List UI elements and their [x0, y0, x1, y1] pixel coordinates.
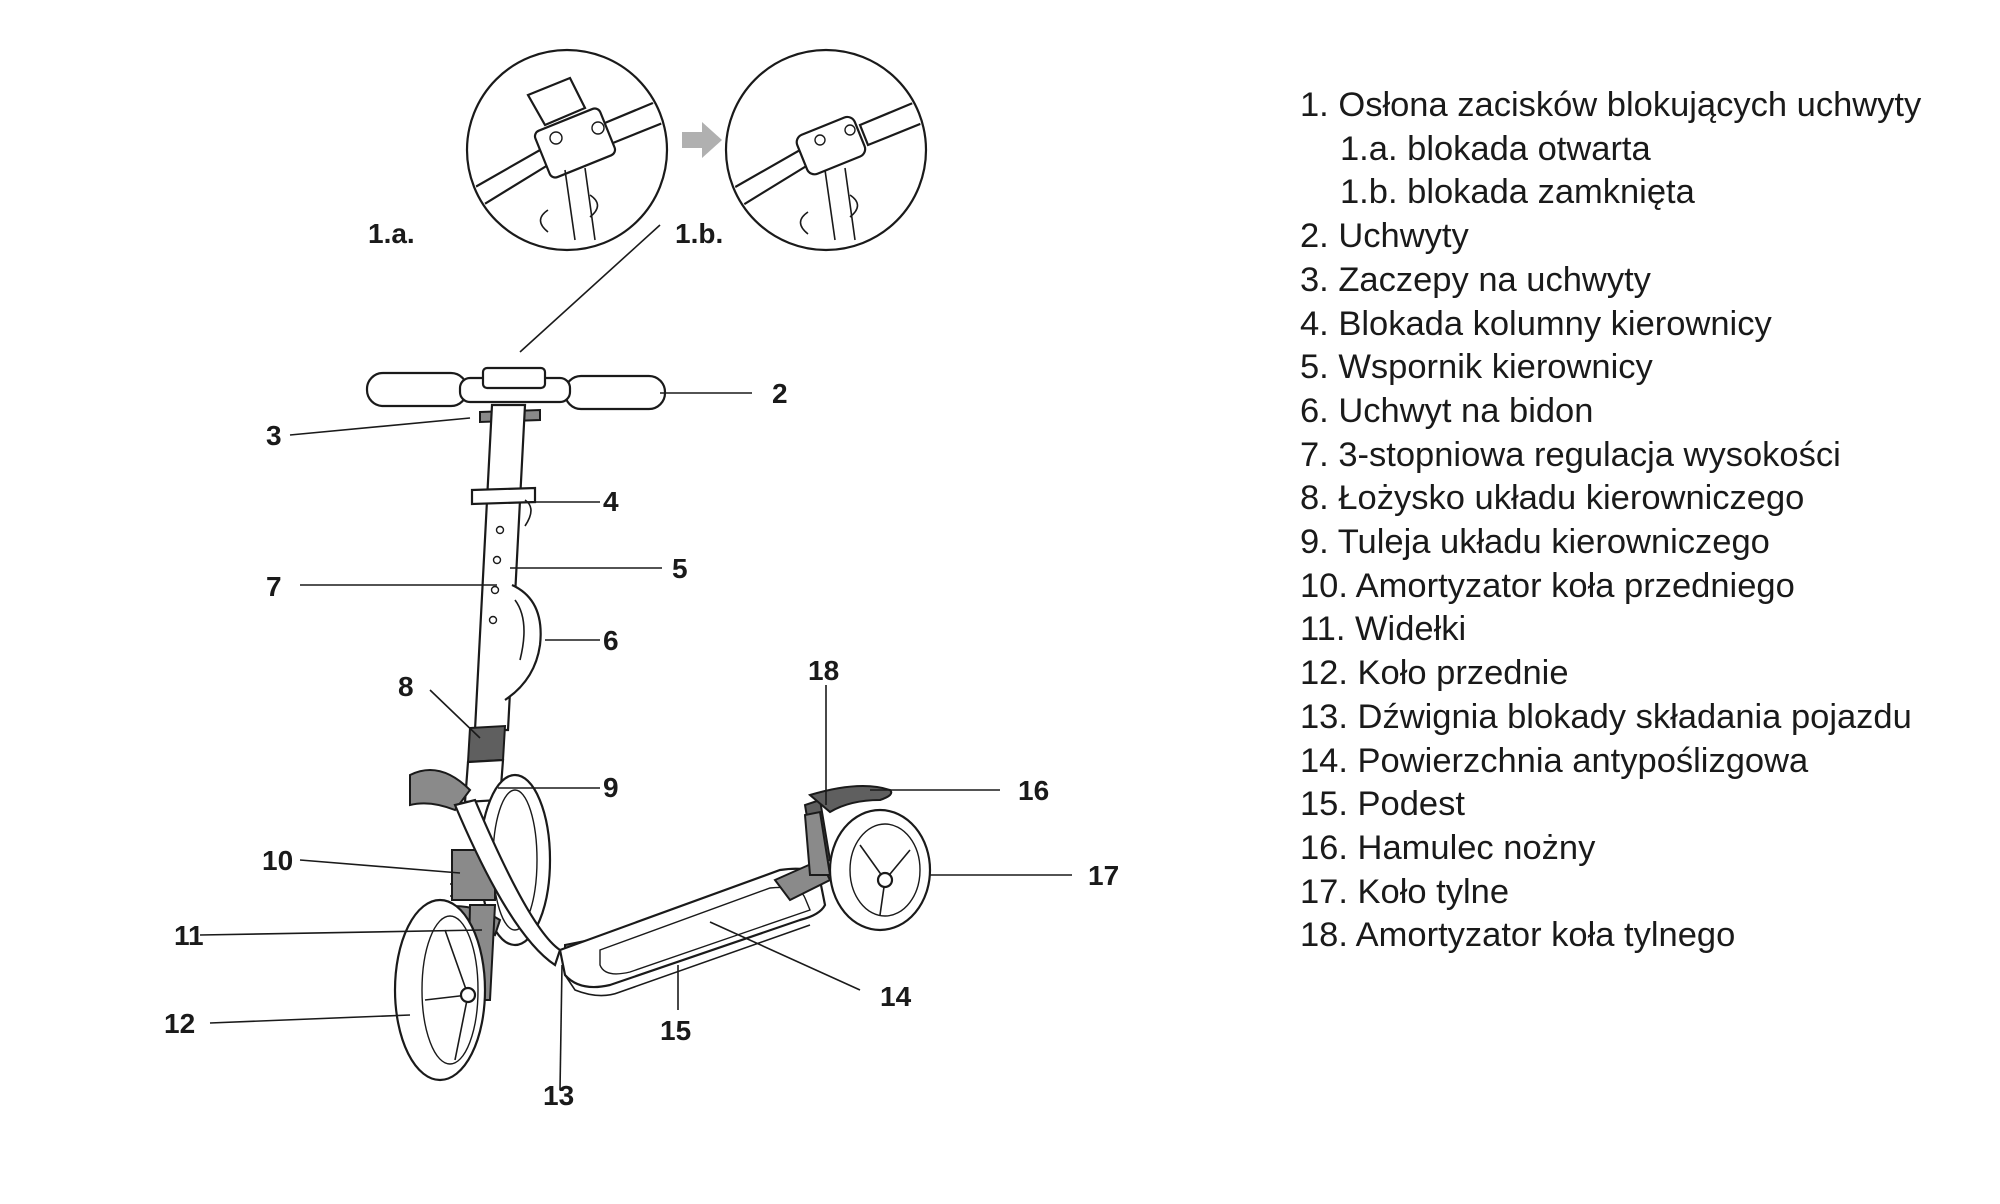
legend-subitem: 1.b. blokada zamknięta — [1340, 173, 1695, 212]
scooter-drawing — [365, 366, 932, 1082]
callout-18: 18 — [808, 655, 839, 686]
legend-item: 9. Tuleja układu kierowniczego — [1300, 523, 1770, 562]
callout-numbers: 2 3 4 5 6 7 8 9 10 11 12 13 14 15 16 17 … — [164, 378, 1119, 1111]
callout-6: 6 — [603, 625, 619, 656]
callout-9: 9 — [603, 772, 619, 803]
legend-item: 17. Koło tylne — [1300, 872, 1510, 911]
legend-item: 15. Podest — [1300, 785, 1465, 824]
callout-4: 4 — [603, 486, 619, 517]
legend-item: 18. Amortyzator koła tylnego — [1300, 916, 1736, 955]
callout-15: 15 — [660, 1015, 691, 1046]
callout-7: 7 — [266, 571, 282, 602]
leader-lines — [199, 392, 1072, 1091]
left-grip — [365, 371, 469, 408]
legend-list: 1. Osłona zacisków blokujących uchwyty 1.… — [1300, 84, 1990, 958]
legend-item: 10. Amortyzator koła przedniego — [1300, 566, 1795, 605]
detail-label-open: 1.a. — [368, 218, 415, 249]
callout-13: 13 — [543, 1080, 574, 1111]
legend-item: 14. Powierzchnia antypoślizgowa — [1300, 741, 1809, 780]
legend-item: 6. Uchwyt na bidon — [1300, 391, 1594, 430]
callout-12: 12 — [164, 1008, 195, 1039]
legend-item: 4. Blokada kolumny kierownicy — [1300, 304, 1772, 343]
right-grip — [563, 374, 667, 411]
legend-item: 5. Wspornik kierownicy — [1300, 348, 1653, 387]
arrow-right-icon — [682, 122, 722, 158]
callout-11: 11 — [174, 920, 204, 951]
legend-item: 13. Dźwignia blokady składania pojazdu — [1300, 697, 1912, 736]
callout-8: 8 — [398, 671, 414, 702]
parts-legend: 1. Osłona zacisków blokujących uchwyty 1.… — [1300, 84, 1990, 958]
legend-item: 11. Widełki — [1300, 610, 1467, 649]
detail-open-clamp — [465, 48, 669, 252]
legend-subitem: 1.a. blokada otwarta — [1340, 129, 1651, 168]
legend-item: 7. 3-stopniowa regulacja wysokości — [1300, 435, 1841, 474]
scooter-diagram: 1.a. 1.b. — [164, 48, 1119, 1111]
callout-3: 3 — [266, 420, 282, 451]
callout-14: 14 — [880, 981, 912, 1012]
callout-16: 16 — [1018, 775, 1049, 806]
legend-item: 16. Hamulec nożny — [1300, 828, 1596, 867]
legend-item: 8. Łożysko układu kierowniczego — [1300, 479, 1805, 518]
detail-label-closed: 1.b. — [675, 218, 723, 249]
callout-10: 10 — [262, 845, 293, 876]
callout-17: 17 — [1088, 860, 1119, 891]
legend-item: 2. Uchwyty — [1300, 217, 1469, 256]
callout-2: 2 — [772, 378, 788, 409]
detail-closed-clamp — [724, 48, 928, 252]
legend-item: 1. Osłona zacisków blokujących uchwyty — [1300, 86, 1922, 124]
legend-item: 3. Zaczepy na uchwyty — [1300, 260, 1651, 299]
callout-5: 5 — [672, 553, 688, 584]
legend-item: 12. Koło przednie — [1300, 654, 1569, 693]
